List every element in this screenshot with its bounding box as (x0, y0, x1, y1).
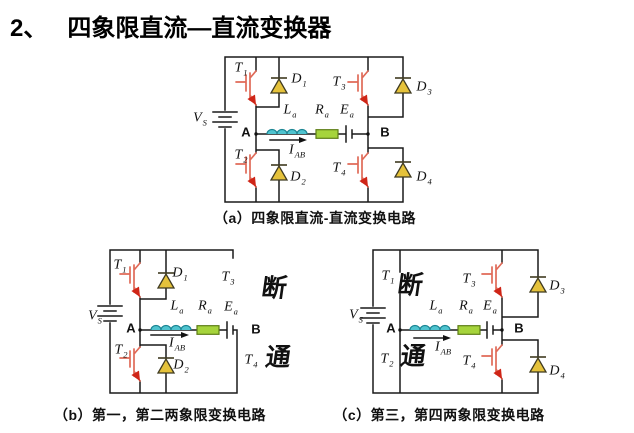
label-iab-b: IAB (168, 335, 186, 353)
label-t4-b: T4 (244, 352, 258, 370)
label-d2-b: D2 (173, 357, 189, 375)
label-t3-a: T3 (332, 74, 346, 92)
current-arrow-c (413, 335, 451, 341)
label-iab-c: IAB (434, 339, 452, 357)
node-a-b (138, 328, 142, 332)
diode-d3-a (393, 77, 413, 94)
node-a-c (398, 328, 402, 332)
igbt-t2-a (235, 152, 257, 188)
circuit-c-graphics (360, 249, 548, 394)
label-d3-c: D3 (549, 278, 565, 296)
label-d1-a: D1 (291, 71, 307, 89)
igbt-t4-a (347, 152, 369, 188)
label-node-b-c: B (514, 320, 524, 336)
caption-b: （b）第一，第二两象限变换电路 (53, 407, 267, 423)
inductor-la-b (150, 324, 192, 331)
node-b-a (366, 132, 370, 136)
label-la-b: La (170, 298, 184, 316)
current-arrow-a (269, 137, 307, 143)
diode-d1-b (156, 272, 176, 289)
igbt-t4-c (481, 344, 503, 380)
label-ea-b: Ea (224, 299, 238, 317)
label-vs-c: VS (349, 307, 363, 325)
label-t4-a: T4 (332, 160, 346, 178)
inductor-la-a (266, 128, 308, 135)
resistor-ra-b (196, 325, 220, 335)
label-d4-a: D4 (416, 169, 432, 187)
label-vs-b: VS (88, 308, 102, 326)
label-d2-a: D2 (290, 169, 306, 187)
label-la-c: La (429, 298, 443, 316)
slide-title: 2、四象限直流—直流变换器 (10, 8, 331, 43)
diode-d4-a (393, 161, 413, 178)
igbt-t3-a (347, 70, 369, 106)
label-t1-a: T1 (234, 60, 248, 78)
label-off-b: 断 (259, 275, 289, 303)
igbt-t3-c (481, 262, 503, 298)
label-node-b-a: B (380, 124, 390, 140)
igbt-t2-b (119, 346, 141, 382)
current-arrow-b (150, 332, 189, 338)
igbt-t1-a (235, 70, 257, 106)
caption-a: （a）四象限直流-直流变换电路 (214, 210, 416, 226)
wires-b (97, 249, 238, 394)
label-d3-a: D3 (416, 79, 432, 97)
label-t1-b: T1 (113, 257, 127, 275)
label-t3-b: T3 (221, 269, 235, 287)
diode-d4-c (528, 356, 548, 373)
label-t2-a: T2 (234, 147, 248, 165)
label-off-c: 断 (395, 272, 425, 300)
label-vs-a: VS (193, 110, 207, 128)
label-node-a-b: A (126, 320, 136, 336)
label-iab-a: IAB (288, 142, 306, 160)
label-ra-c: Ra (459, 298, 473, 316)
label-on-b: 通 (263, 344, 293, 372)
label-node-b-b: B (251, 321, 261, 337)
label-node-a-c: A (386, 320, 396, 336)
diode-d2-b (156, 357, 176, 374)
title-number: 2、 (10, 15, 48, 42)
label-on-c: 通 (398, 343, 428, 371)
diode-d1-a (269, 77, 289, 94)
igbt-t1-b (119, 262, 141, 298)
node-a-a (254, 132, 258, 136)
caption-c: （c）第三，第四两象限变换电路 (333, 407, 545, 423)
resistor-ra-a (315, 129, 339, 139)
label-t4-c: T4 (462, 353, 476, 371)
label-node-a-a: A (241, 124, 251, 140)
label-d4-c: D4 (549, 363, 565, 381)
label-ra-a: Ra (315, 102, 329, 120)
wires-a (212, 56, 404, 203)
node-b-c (500, 328, 504, 332)
resistor-ra-c (457, 325, 481, 335)
label-t1-c: T1 (381, 268, 395, 286)
label-t3-c: T3 (462, 271, 476, 289)
label-d1-b: D1 (172, 265, 188, 283)
label-ea-c: Ea (483, 298, 497, 316)
inductor-la-c (409, 324, 451, 331)
label-t2-b: T2 (114, 342, 128, 360)
label-t2-c: T2 (380, 351, 394, 369)
title-text: 四象限直流—直流变换器 (67, 15, 332, 42)
label-la-a: La (283, 102, 297, 120)
label-ra-b: Ra (198, 298, 212, 316)
diode-d2-a (269, 164, 289, 181)
diode-d3-c (528, 276, 548, 293)
circuit-b-graphics (97, 249, 238, 394)
circuit-a-graphics (212, 56, 413, 203)
label-ea-a: Ea (340, 102, 354, 120)
